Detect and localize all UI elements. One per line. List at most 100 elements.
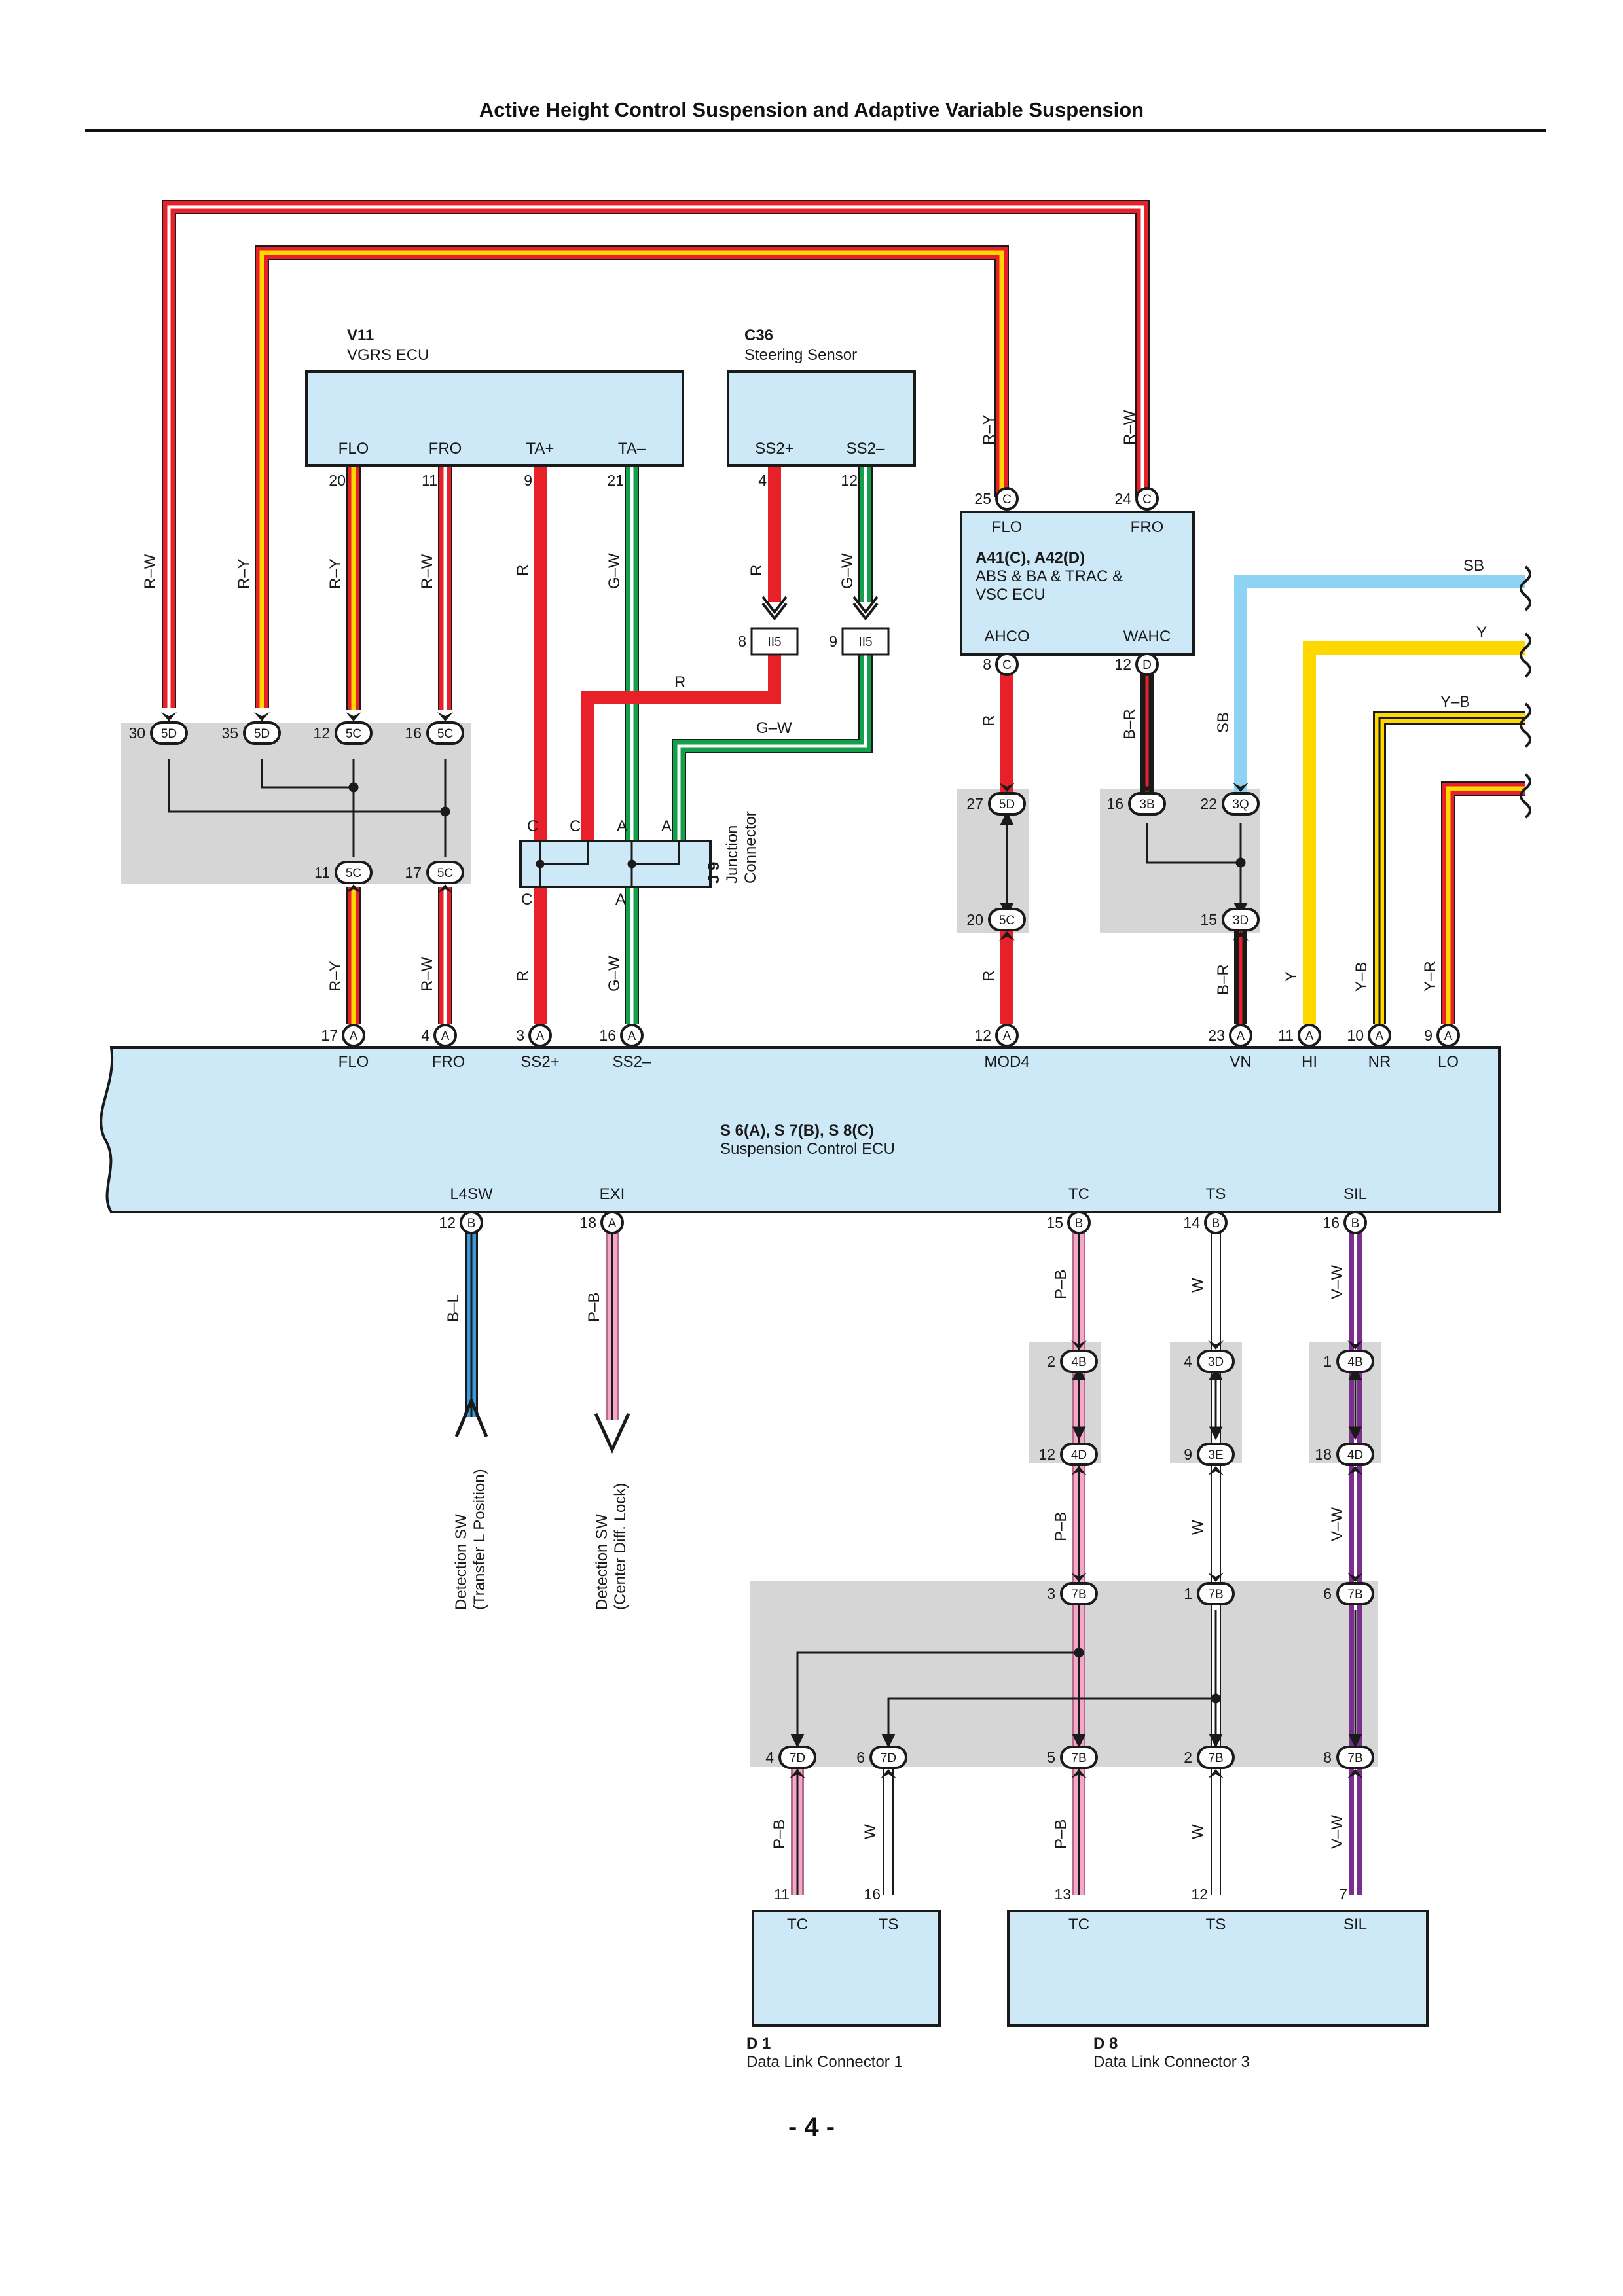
connector-code: 4D bbox=[1347, 1448, 1363, 1462]
label-bl-l4sw: B–L bbox=[445, 1294, 462, 1322]
v11-vgrs-ecu-box bbox=[305, 370, 684, 467]
pin-letter: A bbox=[536, 1030, 545, 1043]
label-y-hi: Y bbox=[1283, 971, 1300, 982]
connector-arrow-icon bbox=[254, 712, 270, 721]
label-r-ta: R bbox=[514, 565, 532, 576]
ecu-pin-lo: LO bbox=[1438, 1053, 1459, 1071]
c36-pin-ss2-minus: SS2– bbox=[847, 440, 885, 457]
label-pb-d8: P–B bbox=[1052, 1820, 1070, 1849]
pin-letter: B bbox=[1351, 1217, 1360, 1230]
ecu-pin-l4sw: L4SW bbox=[450, 1185, 493, 1203]
connector-pin-number: 4 bbox=[765, 1749, 774, 1766]
pin-number: 4 bbox=[421, 1027, 429, 1044]
connector-c7b3: 7B3 bbox=[1047, 1573, 1098, 1605]
connector-code: 4B bbox=[1071, 1355, 1086, 1369]
pin-letter: A bbox=[350, 1030, 358, 1043]
pin-letter: C bbox=[1142, 493, 1152, 507]
d1-num-11: 11 bbox=[774, 1886, 790, 1903]
ecu-top-pin-circle-8: A9 bbox=[1424, 1024, 1460, 1047]
connector-c7d6: 7D 6 bbox=[856, 1746, 907, 1778]
ecu-top-pin-circle-6: A 11 bbox=[1278, 1024, 1321, 1047]
pin-number: 18 bbox=[579, 1214, 596, 1231]
abs-vsc-ecu-box bbox=[960, 511, 1195, 656]
label-pb-tc2: P–B bbox=[1052, 1512, 1070, 1541]
connector-code: 4B bbox=[1347, 1355, 1362, 1369]
connector-code: 5C bbox=[437, 727, 453, 741]
connector-arrow-icon bbox=[1347, 1573, 1363, 1582]
v11-num-9: 9 bbox=[524, 472, 532, 489]
connector-arrow-icon bbox=[437, 712, 453, 721]
ii5-code-8: II5 bbox=[767, 636, 781, 649]
wire-y-hi bbox=[1303, 641, 1525, 1024]
arrow-l4sw bbox=[454, 1396, 488, 1437]
wire-r-cross bbox=[581, 655, 781, 841]
abs-pin-flo: FLO bbox=[992, 518, 1023, 536]
wire-yr-lo bbox=[1441, 781, 1525, 1024]
d1-num-16: 16 bbox=[864, 1886, 881, 1903]
abs-name-2: VSC ECU bbox=[976, 586, 1046, 603]
label-rw-fro: R–W bbox=[418, 554, 436, 589]
j9-top-c2: C bbox=[570, 817, 581, 835]
j9-name-2: Connector bbox=[742, 811, 759, 884]
d1-name: Data Link Connector 1 bbox=[746, 2053, 903, 2071]
connector-pin-number: 12 bbox=[313, 725, 330, 742]
pin-number: 25 bbox=[974, 490, 991, 507]
ecu-pin-hi: HI bbox=[1302, 1053, 1317, 1071]
j9-name-1: Junction bbox=[723, 825, 741, 884]
pin-number: 9 bbox=[1424, 1027, 1432, 1044]
pin-letter: A bbox=[1376, 1030, 1384, 1043]
connector-pin-number: 12 bbox=[1038, 1446, 1055, 1463]
connector-c7b5: 7B5 bbox=[1047, 1746, 1098, 1778]
wire-end-terminators bbox=[1520, 565, 1531, 819]
ecu-bottom-pin-circle-0: B12 bbox=[439, 1211, 483, 1234]
connector-code: 7D bbox=[881, 1751, 896, 1765]
ecu-bottom-pin-circle-4: B16 bbox=[1322, 1211, 1367, 1234]
pin-letter: A bbox=[1305, 1030, 1314, 1043]
d1-pin-tc: TC bbox=[787, 1916, 808, 1933]
connector-pin-number: 6 bbox=[856, 1749, 865, 1766]
label-yr-lo: Y–R bbox=[1421, 961, 1439, 992]
ii5-num-8: 8 bbox=[738, 633, 746, 650]
splice-lines bbox=[168, 759, 1362, 1748]
pin-letter: B bbox=[467, 1217, 476, 1230]
connector-c7b1: 7B1 bbox=[1184, 1573, 1235, 1605]
d8-num-7: 7 bbox=[1339, 1886, 1347, 1903]
ecu-top-pin-circle-1: A4 bbox=[421, 1024, 457, 1047]
connector-arrow-icon bbox=[1208, 1340, 1224, 1350]
connector-pin-number: 16 bbox=[1106, 795, 1123, 812]
connector-pin-number: 4 bbox=[1184, 1353, 1192, 1370]
pin-number: 11 bbox=[1278, 1027, 1294, 1044]
v11-code: V11 bbox=[347, 327, 374, 344]
v11-pin-fro: FRO bbox=[429, 440, 462, 457]
connector-arrow-icon bbox=[999, 931, 1015, 941]
connector-arrow-icon bbox=[1208, 1573, 1224, 1582]
connector-c4b2: 4B 2 bbox=[1047, 1340, 1098, 1373]
connector-code: 5D bbox=[999, 798, 1015, 812]
label-vw-sil: V–W bbox=[1328, 1265, 1346, 1299]
j9-top-a2: A bbox=[661, 817, 672, 835]
connector-arrow-icon bbox=[437, 884, 453, 893]
connector-arrow-icon bbox=[1071, 1340, 1087, 1350]
connector-code: 5D bbox=[161, 727, 177, 741]
pin-number: 12 bbox=[974, 1027, 991, 1044]
label-w-ts: W bbox=[1189, 1278, 1207, 1293]
detection-exi-line2: (Center Diff. Lock) bbox=[611, 1483, 629, 1610]
connector-code: 3E bbox=[1208, 1448, 1223, 1462]
label-r-cross: R bbox=[674, 673, 685, 691]
connector-code: 7B bbox=[1208, 1751, 1223, 1765]
ecu-top-pin-circle-2: A3 bbox=[516, 1024, 552, 1047]
pin-letter: D bbox=[1142, 658, 1152, 672]
ecu-pin-ss2-minus: SS2– bbox=[613, 1053, 651, 1071]
ecu-top-pin-circle-0: A17 bbox=[321, 1024, 365, 1047]
pin-letter: C bbox=[1002, 493, 1012, 507]
connector-pin-number: 8 bbox=[1323, 1749, 1332, 1766]
wire-sb bbox=[1234, 575, 1525, 792]
connector-arrow-icon bbox=[1071, 1466, 1087, 1475]
label-gw-ta: G–W bbox=[606, 553, 623, 589]
connector-pin-number: 2 bbox=[1047, 1353, 1055, 1370]
v11-num-11: 11 bbox=[422, 472, 437, 489]
